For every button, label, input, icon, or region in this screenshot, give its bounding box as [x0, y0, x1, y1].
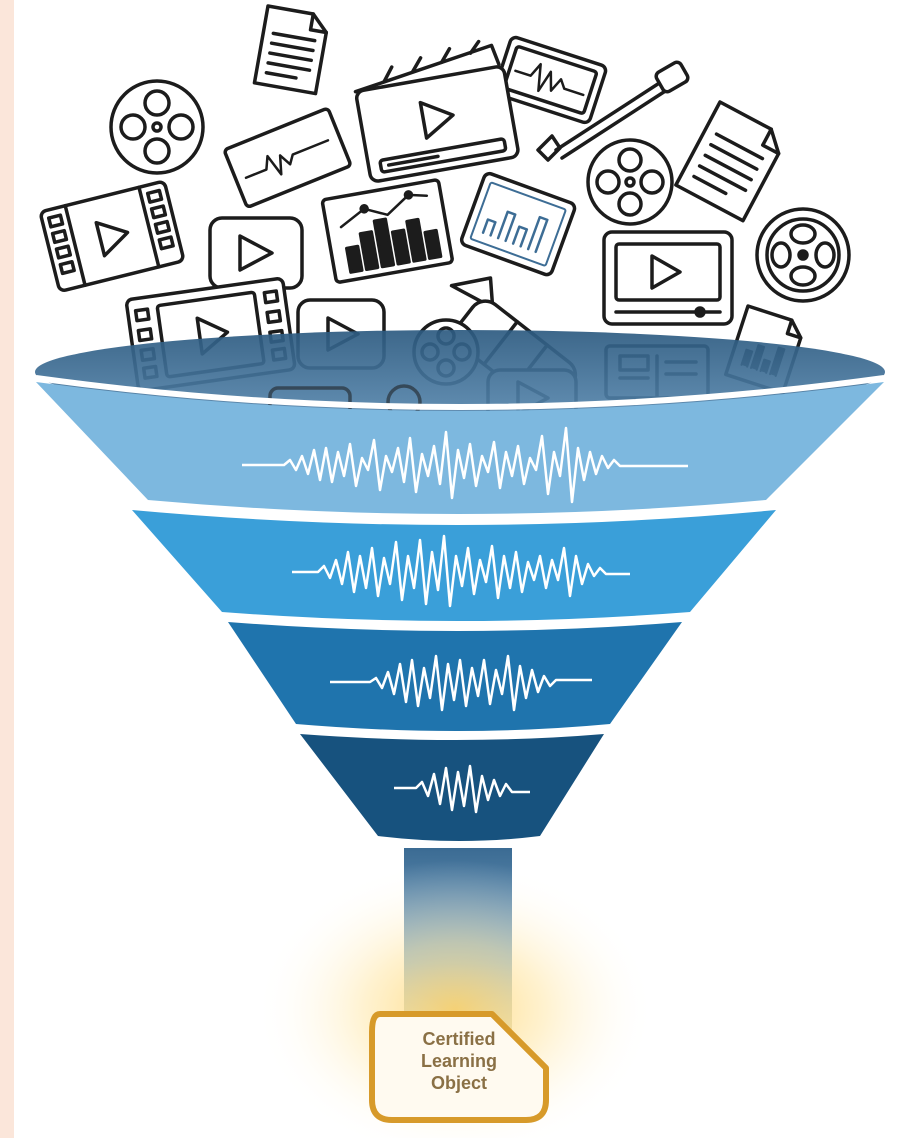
certified-document-icon [369, 1011, 549, 1123]
film-reel-icon [109, 79, 205, 175]
funnel-tier-1 [36, 382, 884, 514]
waveform-tier-1 [242, 426, 688, 504]
video-player-icon [353, 39, 520, 183]
waveform-tier-4 [394, 764, 530, 814]
left-side-strip [0, 0, 14, 1138]
funnel-tier-4 [300, 734, 604, 841]
video-player-icon [602, 230, 734, 326]
play-button-icon [208, 216, 304, 290]
film-strip-play-icon [39, 180, 185, 293]
waveform-tier-2 [292, 534, 630, 608]
funnel-tier-3 [228, 622, 682, 731]
pin-tool-icon [536, 60, 690, 162]
film-reel-icon [586, 138, 674, 226]
bar-chart-trend-icon [320, 178, 454, 284]
text-document-icon [252, 4, 329, 96]
tablet-chart-icon [459, 171, 577, 277]
output-glow [255, 860, 655, 1138]
waveform-tier-3 [330, 654, 592, 712]
oscilloscope-screen-icon [493, 35, 608, 125]
text-document-icon [674, 100, 781, 223]
film-reel-icon [755, 207, 851, 303]
waveform-screen-icon [223, 107, 352, 209]
